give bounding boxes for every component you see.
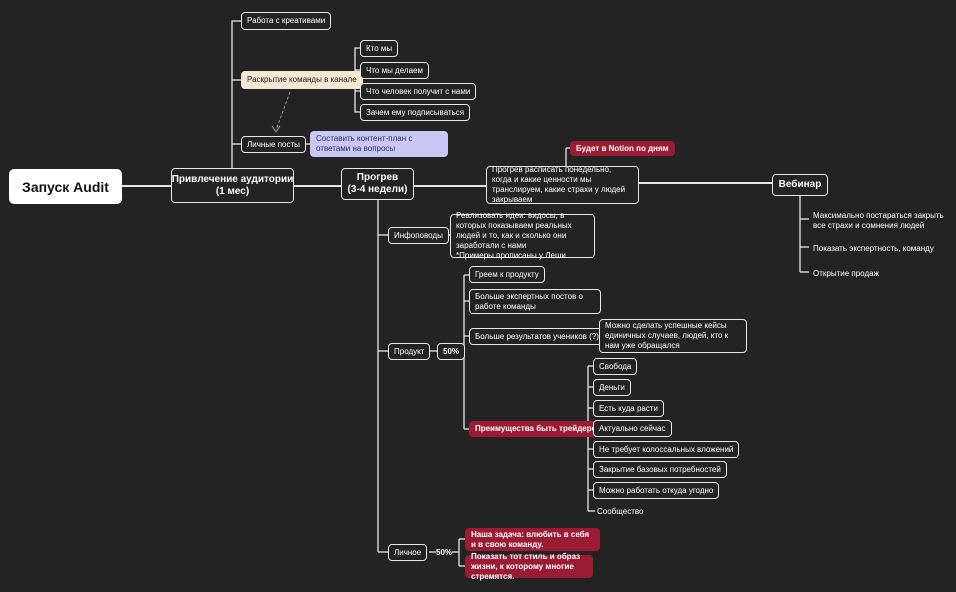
attraction-node[interactable]: Привлечение аудитории (1 мес) <box>171 168 294 203</box>
advantage-low-investment[interactable]: Не требует колоссальных вложений <box>593 441 740 458</box>
product-item-warm[interactable]: Греем к продукту <box>469 266 545 283</box>
team-item-value[interactable]: Что человек получит с нами <box>360 83 477 100</box>
webinar-node[interactable]: Вебинар <box>772 174 828 196</box>
connector <box>231 20 241 168</box>
product-item-expert-posts[interactable]: Больше экспертных постов о работе команд… <box>469 289 601 314</box>
webinar-item-sales[interactable]: Открытие продаж <box>813 269 879 278</box>
advantage-community[interactable]: Сообщество <box>597 507 644 516</box>
personal-node[interactable]: Личное <box>388 544 428 561</box>
webinar-item-expertise[interactable]: Показать экспертность, команду <box>813 244 934 253</box>
team-item-what[interactable]: Что мы делаем <box>360 62 429 79</box>
personal-lifestyle-note[interactable]: Показать тот стиль и образ жизни, к кото… <box>465 552 593 581</box>
team-item-who[interactable]: Кто мы <box>360 40 399 57</box>
infopovody-note[interactable]: Реализовать идеи: видосы, в которых пока… <box>450 211 595 260</box>
advantage-money[interactable]: Деньги <box>593 379 631 396</box>
notion-badge[interactable]: Будет в Notion по дням <box>570 141 675 156</box>
webinar-item-fears[interactable]: Максимально постараться закрыть все стра… <box>813 211 944 230</box>
creatives-node[interactable]: Работа с креативами <box>241 12 332 30</box>
advantage-remote[interactable]: Можно работать откуда угодно <box>593 482 720 499</box>
advantages-node[interactable]: Преимущества быть трейдером <box>469 421 609 437</box>
connector <box>275 91 291 131</box>
personal-posts-node[interactable]: Личные посты <box>241 136 306 153</box>
advantage-freedom[interactable]: Свобода <box>593 358 638 375</box>
team-reveal-node[interactable]: Раскрытие команды в канале <box>241 71 363 89</box>
personal-task-note[interactable]: Наша задача: влюбить в себя и в свою ком… <box>465 528 600 551</box>
connector <box>271 125 281 133</box>
infopovody-node[interactable]: Инфоповоды <box>388 227 449 244</box>
personal-percent[interactable]: 50% <box>436 548 453 557</box>
root-node[interactable]: Запуск Audit <box>9 169 122 204</box>
warmup-node[interactable]: Прогрев (3-4 недели) <box>341 168 414 200</box>
advantage-relevant[interactable]: Актуально сейчас <box>593 420 672 437</box>
student-cases-note[interactable]: Можно сделать успешные кейсы единичных с… <box>599 319 747 353</box>
product-node[interactable]: Продукт <box>388 343 431 360</box>
advantage-basic-needs[interactable]: Закрытие базовых потребностей <box>593 461 727 478</box>
content-plan-note[interactable]: Составить контент-план с ответами на воп… <box>310 131 448 157</box>
team-item-why[interactable]: Зачем ему подписываться <box>360 104 471 121</box>
product-item-student-results[interactable]: Больше результатов учеников (?) <box>469 328 605 345</box>
product-percent[interactable]: 50% <box>437 343 466 360</box>
advantage-growth[interactable]: Есть куда расти <box>593 400 664 417</box>
warmup-schedule-node[interactable]: Прогрев расписать понедельно, когда и ка… <box>486 165 639 204</box>
